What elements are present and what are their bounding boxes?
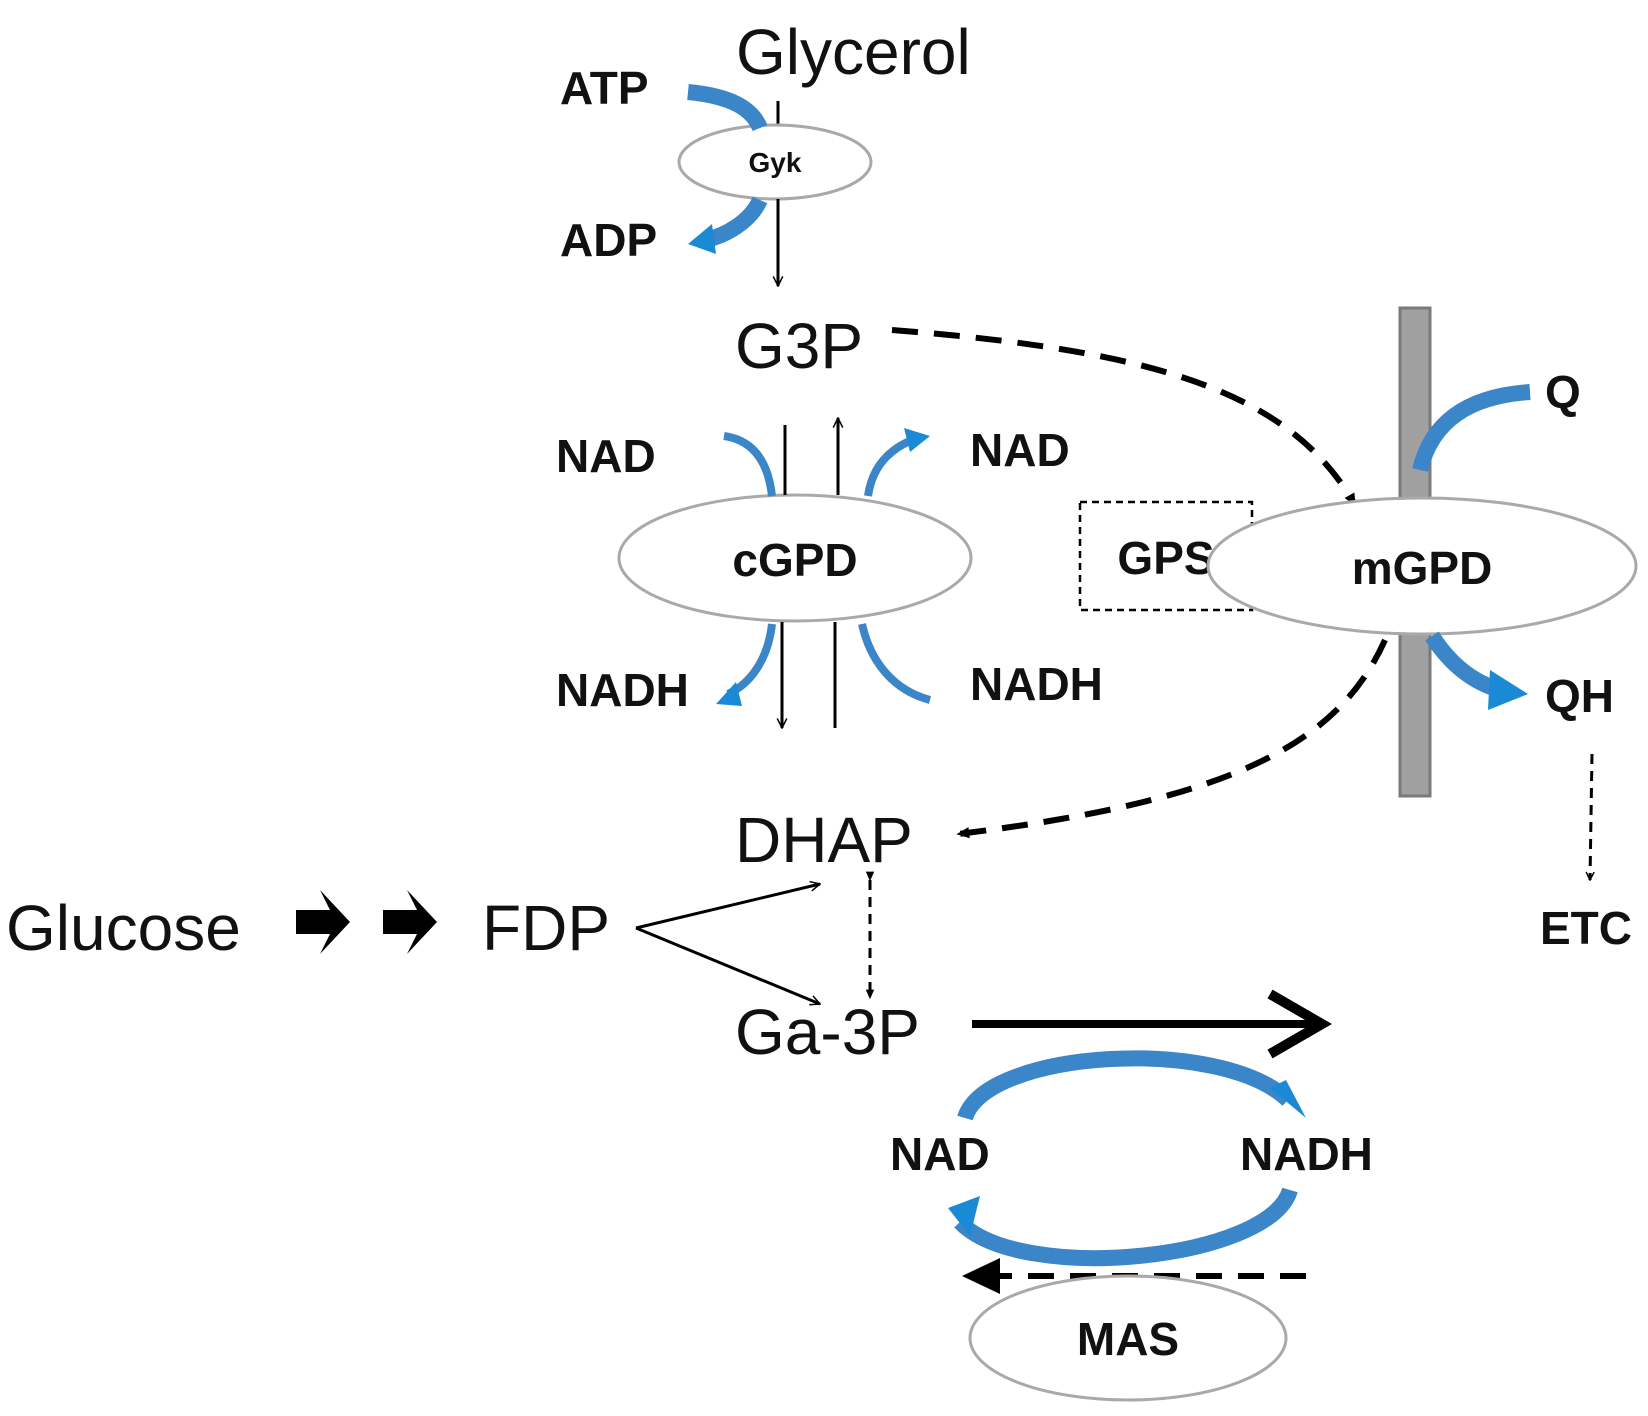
nad-to-nadh-arrow-head — [1270, 1080, 1306, 1118]
qh-to-etc-dashed — [1590, 753, 1592, 880]
gps-label: GPS — [1117, 532, 1214, 584]
nadh-right-label: NADH — [970, 658, 1103, 710]
glycerol-label: Glycerol — [736, 16, 971, 88]
qh-arrow-head — [1488, 670, 1528, 710]
nad-left-label: NAD — [556, 430, 656, 482]
nadh-left-arrow-head — [716, 682, 742, 706]
nadh-left-curve — [726, 623, 776, 698]
g3p-to-mgpd-dashed — [891, 327, 1358, 507]
mas-enzyme — [968, 1274, 1288, 1402]
gyk-label: Gyk — [749, 147, 802, 178]
qh-label: QH — [1545, 670, 1614, 722]
nadh-to-nad-arrow-head — [948, 1196, 980, 1236]
etc-label: ETC — [1540, 902, 1632, 954]
cgpd-enzyme — [617, 493, 973, 623]
gyk-enzyme — [677, 123, 873, 201]
nad-to-nadh-curve — [957, 1050, 1294, 1122]
adp-arrow-head — [688, 224, 716, 254]
nad-right-curve — [864, 436, 914, 497]
nadh-bottom-label: NADH — [1240, 1128, 1373, 1180]
nad-right-label: NAD — [970, 424, 1070, 476]
atp-label: ATP — [560, 62, 649, 114]
glucose-chevron-2 — [383, 890, 437, 954]
q-curve-arrow — [1412, 384, 1531, 473]
nadh-to-nad-curve — [954, 1186, 1298, 1267]
glucose-label: Glucose — [6, 892, 241, 964]
adp-label: ADP — [560, 214, 657, 266]
nad-bottom-label: NAD — [890, 1128, 990, 1180]
dhap-label: DHAP — [735, 804, 913, 876]
fdp-to-ga3p-arrow — [635, 926, 820, 1004]
q-label: Q — [1545, 366, 1581, 418]
atp-curve-arrow — [687, 84, 768, 132]
cgpd-label: cGPD — [732, 534, 857, 586]
nad-right-arrow-head — [904, 428, 930, 452]
fdp-to-dhap-arrow — [635, 884, 820, 930]
mas-label: MAS — [1077, 1313, 1179, 1365]
glucose-chevron-1 — [296, 890, 350, 954]
ga3p-label: Ga-3P — [735, 996, 920, 1068]
mgpd-label: mGPD — [1352, 542, 1493, 594]
nad-left-curve — [723, 432, 776, 497]
fdp-label: FDP — [482, 892, 610, 964]
ga3p-forward-arrow-head — [1267, 989, 1333, 1059]
nadh-right-curve — [858, 623, 932, 704]
g3p-label: G3P — [735, 310, 863, 382]
mgpd-enzyme — [1206, 496, 1638, 636]
mas-arrow-head — [962, 1258, 1000, 1294]
nadh-left-label: NADH — [556, 664, 689, 716]
mgpd-to-dhap-dashed — [956, 638, 1388, 839]
